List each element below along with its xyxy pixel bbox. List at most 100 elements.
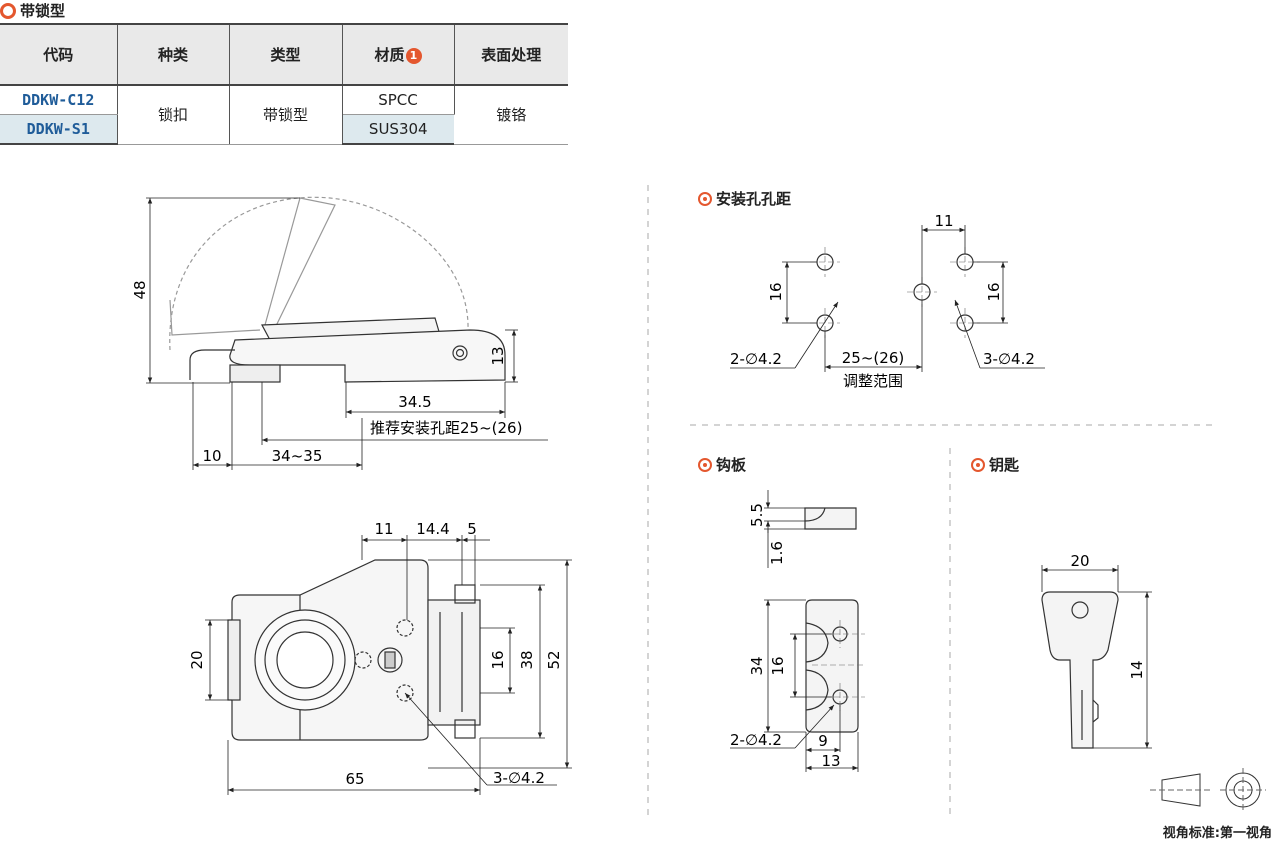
hook-plate-dims [730,490,859,772]
material-header-label: 材质 [374,46,405,64]
note-badge: 1 [405,48,422,64]
key-slot [384,651,396,669]
hook-open [169,299,261,336]
target-bullet-icon [698,457,712,472]
material-cell: SPCC [342,85,455,115]
dim-front-38: 38 [518,650,536,669]
dim-hook-9: 9 [818,732,828,750]
key-dims [1041,565,1152,749]
hole-pitch-centerlines [810,247,980,338]
lever-open [264,197,336,329]
side-view [169,196,506,383]
dim-holes-left: 2-∅4.2 [730,350,782,368]
hole-pitch-drawing [816,253,974,332]
dim-key-20: 20 [1070,552,1089,570]
dim-side-10: 10 [202,447,221,465]
hinge-bottom [454,719,476,739]
key-drawing [1041,591,1119,749]
latch-body [229,329,506,383]
dim-side-13: 13 [489,346,507,365]
dim-hook-34: 34 [748,656,766,675]
dim-hook-holes: 2-∅4.2 [730,731,782,749]
hook-notch [805,669,829,711]
lock-ring-inner [276,631,334,689]
key-hole [1071,601,1089,619]
front-view [227,559,481,741]
target-bullet-icon [698,191,712,206]
swing-arc [169,196,469,351]
dim-side-48: 48 [131,280,149,299]
page-title-block: 带锁型 [0,0,65,21]
section-title-hook-plate: 钩板 [698,454,746,475]
dim-holes-16-left: 16 [767,282,785,301]
hole-dashed [396,619,414,637]
hook-plate-front [805,599,859,733]
hinge-block [427,599,481,726]
hole-dashed [354,651,372,669]
page-title: 带锁型 [20,2,66,20]
code-cell: DDKW-C12 [0,85,118,115]
hook-base [229,364,281,383]
hook-plate-drawing [804,507,859,733]
hook-plate-side [189,349,235,380]
ring-bullet-icon [0,2,16,19]
table-row: DDKW-S1 SUS304 [0,114,568,145]
finish-cell: 镀铬 [454,85,568,145]
dim-hook-16: 16 [769,656,787,675]
key-outline [1041,591,1119,749]
projection-symbol-icon [1150,768,1266,812]
dim-front-holes: 3-∅4.2 [493,769,545,787]
hinge-top [454,584,476,604]
dim-key-14: 14 [1128,660,1146,679]
section-title-key: 钥匙 [971,454,1019,475]
keyhole [377,647,403,673]
front-hook [227,619,241,701]
dim-side-recommended: 推荐安装孔距25~(26) [370,419,522,437]
code-cell: DDKW-S1 [0,114,118,145]
col-header-finish: 表面处理 [454,23,568,86]
dim-holes-range-label: 调整范围 [843,372,903,390]
dim-front-5: 5 [467,520,477,538]
dim-hook-5-5: 5.5 [748,503,766,527]
dim-side-34-35: 34~35 [272,447,323,465]
section-label: 钥匙 [989,456,1020,474]
dim-side-34-5: 34.5 [398,393,431,411]
material-cell: SUS304 [342,114,454,145]
col-header-kind: 种类 [117,23,230,86]
section-label: 钩板 [716,456,747,474]
key-tooth [1092,699,1099,723]
dim-front-16: 16 [489,650,507,669]
front-view-dims [205,535,572,795]
dim-front-20: 20 [188,650,206,669]
dim-front-65: 65 [345,770,364,788]
pivot-outer [452,345,468,361]
dim-holes-11: 11 [934,212,953,230]
section-label: 安装孔孔距 [716,190,792,208]
view-standard-note: 视角标准:第一视角 [1162,826,1272,841]
col-header-code: 代码 [0,23,118,86]
hole-dashed [396,684,414,702]
side-view-dims [146,197,548,470]
dim-front-11: 11 [374,520,393,538]
dim-front-14-4: 14.4 [416,520,449,538]
dim-holes-16-right: 16 [985,282,1003,301]
table-row: DDKW-C12 锁扣 带锁型 SPCC 镀铬 [0,85,568,145]
hole-pitch-dims [730,225,1045,372]
lock-ring-mid [264,619,346,701]
col-header-type: 类型 [229,23,343,86]
type-cell: 带锁型 [229,85,343,145]
hook-side-curve [804,507,826,522]
hook-side [804,507,857,530]
dim-holes-range: 25~(26) [842,349,904,367]
kind-cell: 锁扣 [117,85,230,145]
hook-notch [805,622,829,663]
dim-hook-13: 13 [821,752,840,770]
pivot-inner [455,348,465,358]
dim-front-52: 52 [545,650,563,669]
section-title-hole-pitch: 安装孔孔距 [698,188,791,209]
dim-hook-1-6: 1.6 [768,541,786,565]
